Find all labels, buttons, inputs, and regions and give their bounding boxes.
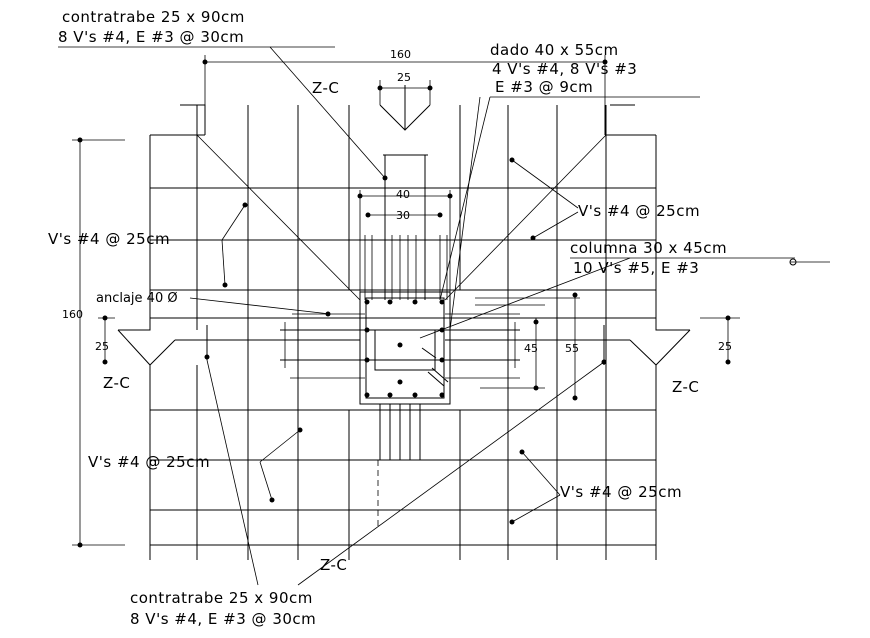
dim-right-small: 25 [718,340,732,353]
dado-stirrups: E #3 @ 9cm [495,78,593,96]
dimension-lines [72,55,740,548]
dim-col-width: 30 [396,209,410,222]
dim-dado-depth: 55 [565,342,579,355]
cut-label-top: Z-C [312,79,339,97]
vs-right-bottom-label: V's #4 @ 25cm [560,483,682,501]
contratrabe-bottom-spec: 8 V's #4, E #3 @ 30cm [130,610,316,628]
dim-left-small: 25 [95,340,109,353]
annotations: contratrabe 25 x 90cm 8 V's #4, E #3 @ 3… [48,8,732,628]
slab-mesh [149,105,657,560]
contratrabe-bottom-title: contratrabe 25 x 90cm [130,589,313,607]
cut-label-bottom: Z-C [320,556,347,574]
dim-top-width: 160 [390,48,411,61]
contratrabe-top-title: contratrabe 25 x 90cm [62,8,245,26]
vs-left-top-label: V's #4 @ 25cm [48,230,170,248]
cut-label-left: Z-C [103,374,130,392]
side-stirrups [204,325,607,365]
columna-title: columna 30 x 45cm [570,239,727,257]
contratrabe-top-spec: 8 V's #4, E #3 @ 30cm [58,28,244,46]
leader-lines [58,46,830,586]
anclaje-label: anclaje 40 Ø [96,291,178,306]
dim-left-height: 160 [62,308,83,321]
beam-outline [117,85,691,366]
vs-left-bottom-label: V's #4 @ 25cm [88,453,210,471]
cut-label-right: Z-C [672,378,699,396]
dim-dado-width: 40 [396,188,410,201]
columna-spec: 10 V's #5, E #3 [573,259,699,277]
dado-spec: 4 V's #4, 8 V's #3 [492,60,637,78]
dim-top-inner: 25 [397,71,411,84]
vs-right-top-label: V's #4 @ 25cm [578,202,700,220]
column-dado-assembly [280,154,520,530]
dado-title: dado 40 x 55cm [490,41,619,59]
dim-col-depth: 45 [524,342,538,355]
